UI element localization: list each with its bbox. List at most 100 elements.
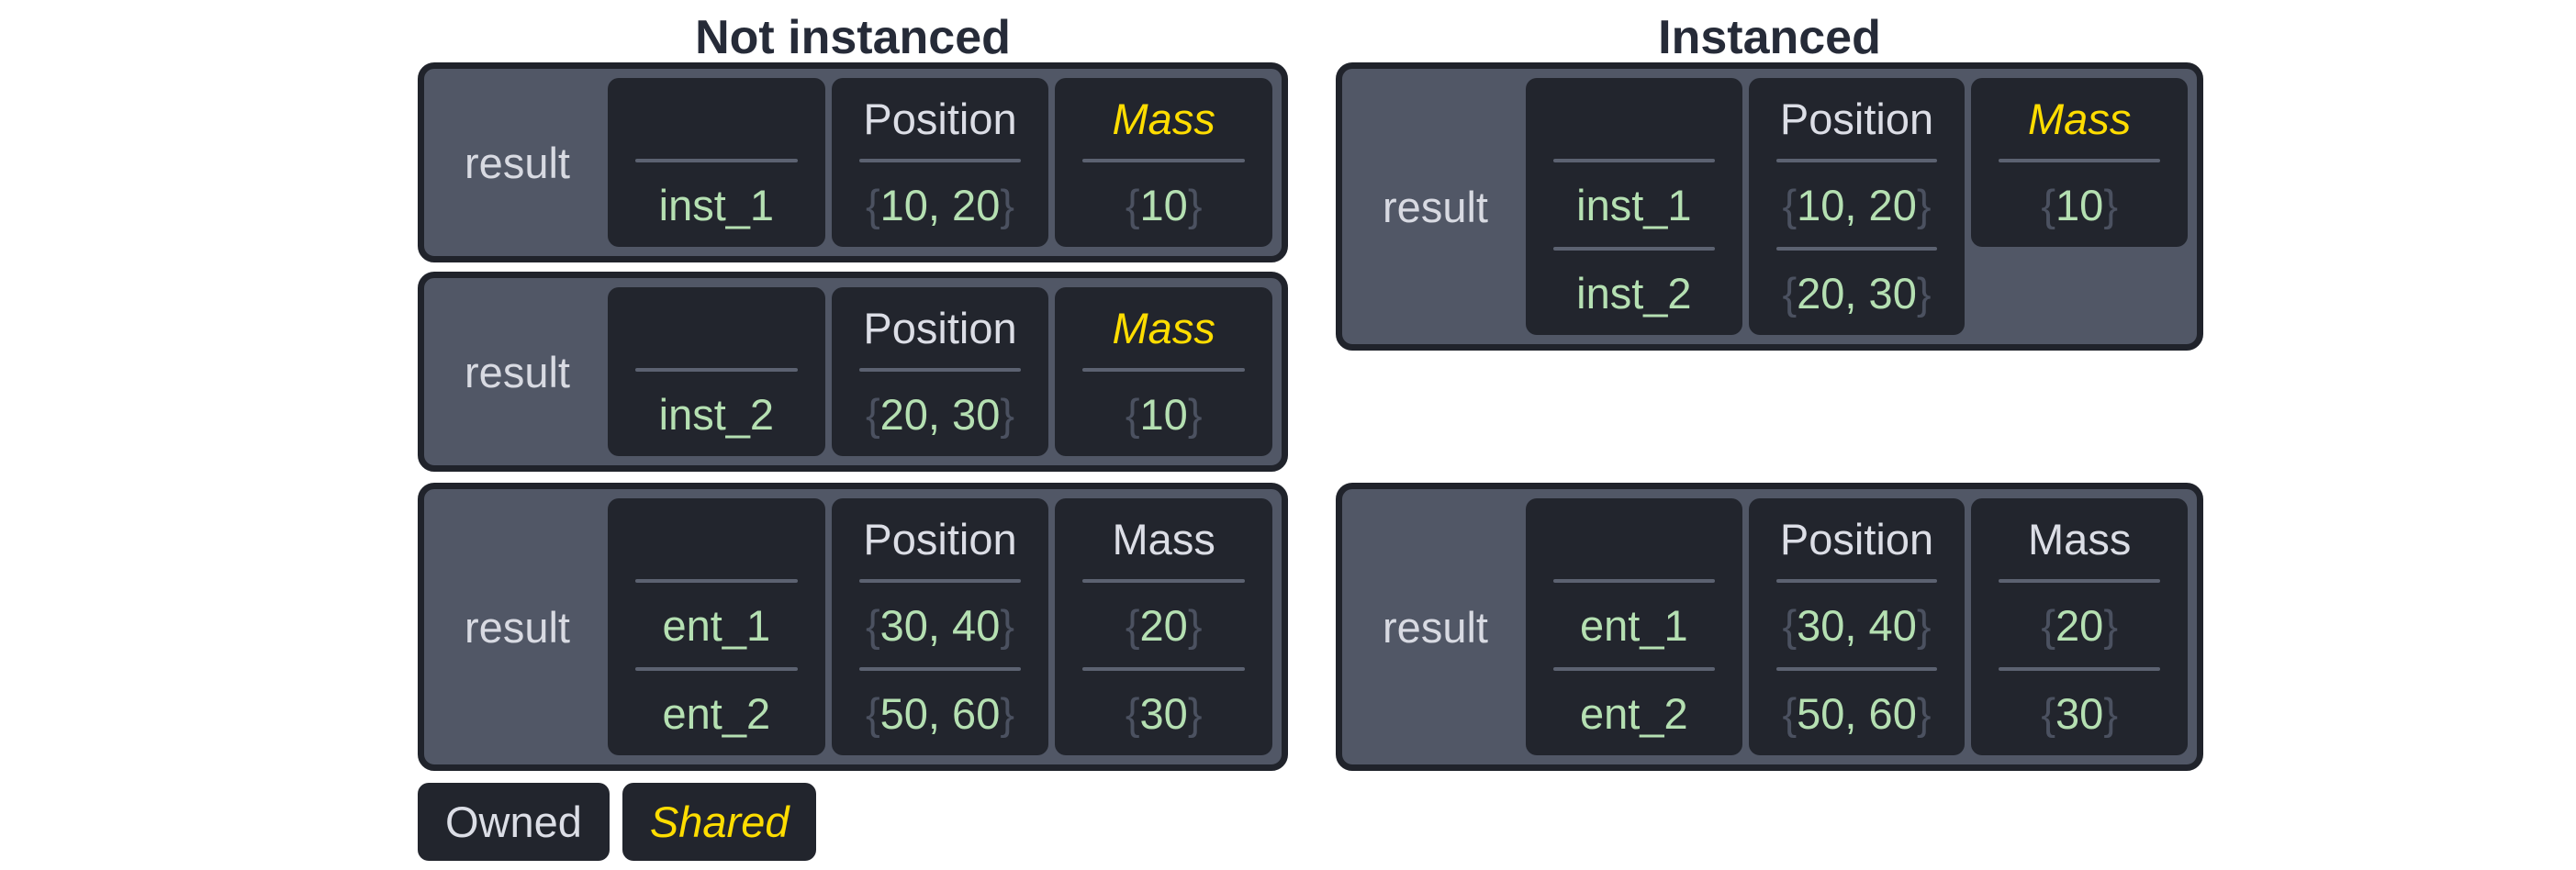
value-brace-close: } <box>1916 180 1932 229</box>
column-header: Mass <box>1112 514 1215 563</box>
value-text: 30 <box>2055 688 2104 738</box>
cell-value: {10} <box>1971 162 2188 247</box>
value-brace-close: } <box>2103 180 2119 229</box>
column-mass: Mass{10} <box>1055 287 1273 456</box>
row-divider <box>635 368 798 372</box>
cell-value: inst_1 <box>658 180 775 229</box>
value-text: 30 <box>1139 688 1188 738</box>
cell-value: ent_2 <box>662 688 771 738</box>
row-divider <box>1082 667 1246 671</box>
cell-value: {50, 60} <box>832 671 1049 755</box>
value-brace-close: } <box>1916 688 1932 738</box>
value-brace-open: { <box>2041 600 2056 650</box>
row-divider <box>1082 159 1246 162</box>
column-header: Mass <box>2028 514 2132 563</box>
column-header: Position <box>863 303 1017 352</box>
cell-value: inst_2 <box>1576 268 1692 318</box>
value-brace-close: } <box>1000 180 1015 229</box>
row-divider <box>1999 667 2161 671</box>
column-header: Position <box>1779 94 1934 143</box>
value-brace-open: { <box>865 600 880 650</box>
row-divider <box>1999 159 2161 162</box>
cell-value: {20, 30} <box>1749 251 1966 335</box>
value-brace-open: { <box>1125 688 1140 738</box>
column-header: Mass <box>1112 303 1215 352</box>
column-mass: Mass{10} <box>1055 78 1273 247</box>
column-mass: Mass {20}{30} <box>1971 498 2189 755</box>
column-position: Position{30, 40}{50, 60} <box>1748 498 1966 755</box>
cell-value: {20, 30} <box>832 372 1049 456</box>
cell-value: {10, 20} <box>832 162 1049 247</box>
column-position: Position{10, 20}{20, 30} <box>1748 78 1966 335</box>
column-header <box>1526 498 1742 579</box>
cell-value: {10} <box>1055 162 1272 247</box>
value-brace-open: { <box>1125 600 1140 650</box>
value-text: 50, 60 <box>879 688 1001 738</box>
cell-value: ent_2 <box>1580 688 1688 738</box>
row-divider <box>1553 579 1715 583</box>
column-header <box>1526 78 1742 159</box>
cell-value: inst_2 <box>658 389 775 439</box>
value-brace-open: { <box>1782 600 1798 650</box>
value-brace-close: } <box>1916 268 1932 318</box>
value-brace-open: { <box>1125 180 1140 229</box>
value-text: 20, 30 <box>1797 268 1917 318</box>
row-divider <box>858 368 1022 372</box>
entity-column: inst_2 <box>608 287 825 456</box>
row-divider <box>1775 667 1938 671</box>
value-text: 20 <box>1139 600 1188 650</box>
value-brace-open: { <box>1782 268 1798 318</box>
cell-value: {10, 20} <box>1749 162 1966 247</box>
column-position: Position{30, 40}{50, 60} <box>831 498 1049 755</box>
value-brace-open: { <box>1125 389 1140 439</box>
value-text: 20 <box>2055 600 2104 650</box>
column-header: Mass <box>2028 94 2132 143</box>
value-brace-close: } <box>2103 688 2119 738</box>
value-brace-close: } <box>1187 688 1203 738</box>
value-brace-close: } <box>1000 600 1015 650</box>
value-text: 10 <box>1139 389 1188 439</box>
section-title: Not instanced <box>695 11 1011 64</box>
value-brace-close: } <box>1000 389 1015 439</box>
value-brace-close: } <box>1916 600 1932 650</box>
row-divider <box>1775 579 1938 583</box>
value-brace-open: { <box>1782 688 1798 738</box>
value-brace-open: { <box>865 389 880 439</box>
value-text: 10 <box>2055 180 2104 229</box>
cell-value: {50, 60} <box>1749 671 1966 755</box>
row-divider <box>1082 579 1246 583</box>
column-header: Position <box>863 514 1017 563</box>
value-text: 20, 30 <box>879 389 1001 439</box>
value-text: 10, 20 <box>879 180 1001 229</box>
column-header: Position <box>1779 514 1934 563</box>
row-divider <box>635 579 798 583</box>
row-divider <box>1553 247 1715 251</box>
entity-column: ent_1 ent_2 <box>1526 498 1742 755</box>
row-divider <box>1082 368 1246 372</box>
row-divider <box>858 667 1022 671</box>
value-brace-close: } <box>1187 180 1203 229</box>
cell-value: {20} <box>1971 583 2188 667</box>
row-divider <box>1999 579 2161 583</box>
cell-value: ent_1 <box>1580 600 1688 650</box>
value-brace-open: { <box>2041 180 2056 229</box>
column-mass: Mass {10} <box>1971 78 2189 247</box>
value-text: 10 <box>1139 180 1188 229</box>
table-label: result <box>465 138 570 187</box>
row-divider <box>1553 667 1715 671</box>
cell-value: {20} <box>1055 583 1272 667</box>
row-divider <box>858 159 1022 162</box>
row-divider <box>1553 159 1715 162</box>
value-brace-close: } <box>1000 688 1015 738</box>
value-text: 50, 60 <box>1797 688 1917 738</box>
column-mass: Mass{20}{30} <box>1055 498 1273 755</box>
value-brace-open: { <box>865 180 880 229</box>
